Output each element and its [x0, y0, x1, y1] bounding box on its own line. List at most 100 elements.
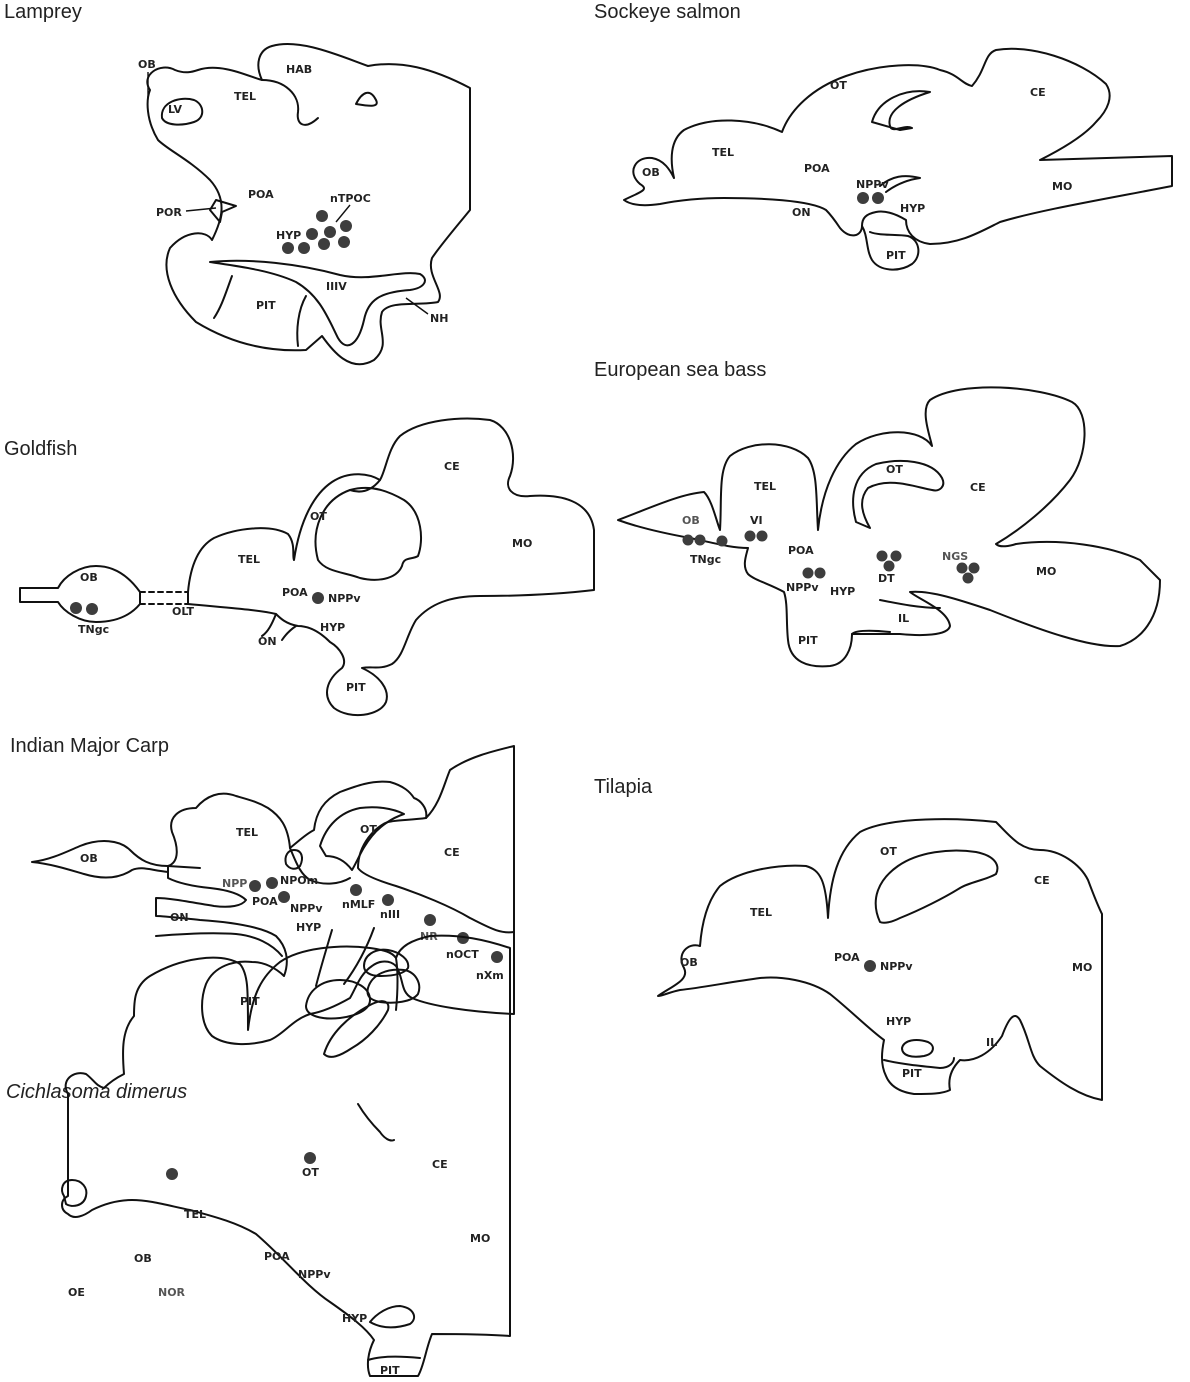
label-seabass-ob: OB [682, 514, 700, 527]
label-tilapia-poa: POA [834, 951, 860, 964]
label-carp-ob: OB [80, 852, 98, 865]
label-sockeye-hyp: HYP [900, 202, 925, 215]
sockeye-cell-dot [857, 192, 869, 204]
label-cichlasoma-tel: TEL [184, 1208, 206, 1221]
label-lamprey-pit: PIT [256, 299, 276, 312]
panel-goldfish: Goldfish CE OT MO TEL OB POA NPPv OLT TN… [4, 417, 595, 717]
lamprey-cell-dot [324, 226, 336, 238]
tilapia-brain-outline [657, 818, 1103, 1101]
lamprey-hab-fold [261, 79, 319, 126]
label-lamprey-tel: TEL [234, 90, 256, 103]
lamprey-cell-dot [338, 236, 350, 248]
sockeye-pituitary [861, 225, 920, 271]
label-cichlasoma-ce: CE [432, 1158, 448, 1171]
lamprey-cell-dot [282, 242, 294, 254]
panel-title-lamprey: Lamprey [4, 1, 82, 23]
label-carp-npp: NPP [222, 877, 247, 890]
label-lamprey-ntpoc: nTPOC [330, 192, 371, 205]
label-cichlasoma-pit: PIT [380, 1364, 400, 1377]
lamprey-pit-line-2 [296, 295, 307, 347]
carp-brain-outline [155, 745, 515, 1046]
panel-title-goldfish: Goldfish [4, 438, 77, 460]
label-carp-niii: nIII [380, 908, 400, 921]
label-seabass-il: IL [898, 612, 909, 625]
seabass-cell-dot [694, 534, 706, 546]
label-seabass-ngs: NGS [942, 550, 968, 563]
panel-title-cichlasoma: Cichlasoma dimerus [6, 1081, 187, 1103]
label-goldfish-olt: OLT [172, 605, 195, 618]
carp-olfactory-bulb [31, 840, 201, 879]
label-cichlasoma-ob: OB [134, 1252, 152, 1265]
label-cichlasoma-poa: POA [264, 1250, 290, 1263]
label-cichlasoma-ot: OT [302, 1166, 319, 1179]
label-sockeye-ot: OT [830, 79, 847, 92]
cichlasoma-ce-edge [395, 957, 399, 1011]
goldfish-cell-dot [70, 602, 82, 614]
label-cichlasoma-nor: NOR [158, 1286, 186, 1299]
label-lamprey-ob: OB [138, 58, 156, 71]
label-goldfish-ot: OT [310, 510, 327, 523]
lamprey-por-pointer [185, 207, 217, 212]
label-lamprey-lv: LV [168, 103, 182, 116]
tilapia-cell-dot [864, 960, 876, 972]
label-sockeye-on: ON [792, 206, 811, 219]
lamprey-lv [160, 97, 204, 126]
seabass-cell-dot [890, 550, 902, 562]
label-sockeye-mo: MO [1052, 180, 1072, 193]
panel-title-carp: Indian Major Carp [10, 735, 169, 757]
lamprey-cell-dot [298, 242, 310, 254]
label-tilapia-ot: OT [880, 845, 897, 858]
panel-title-seabass: European sea bass [594, 359, 766, 381]
goldfish-cell-dot [312, 592, 324, 604]
label-tilapia-hyp: HYP [886, 1015, 911, 1028]
seabass-cell-dot [814, 567, 826, 579]
label-carp-noct: nOCT [446, 948, 479, 961]
label-seabass-tel: TEL [754, 480, 776, 493]
panel-tilapia: Tilapia OT TEL CE POA NPPv OB MO HYP IL … [594, 776, 1103, 1101]
lamprey-cell-dot [306, 228, 318, 240]
label-carp-ce: CE [444, 846, 460, 859]
carp-cell-dot [249, 880, 261, 892]
tilapia-pit-line [883, 1057, 955, 1069]
label-seabass-nppv: NPPv [786, 581, 819, 594]
label-goldfish-tngc: TNgc [78, 623, 109, 636]
label-lamprey-poa: POA [248, 188, 274, 201]
label-tilapia-pit: PIT [902, 1067, 922, 1080]
cichlasoma-cell-dot [166, 1168, 178, 1180]
label-lamprey-iiiv: IIIV [326, 280, 347, 293]
goldfish-on-lines [261, 613, 297, 641]
label-tilapia-tel: TEL [750, 906, 772, 919]
sockeye-brain-outline [623, 47, 1173, 245]
seabass-cell-dot [802, 567, 814, 579]
label-carp-ot: OT [360, 823, 377, 836]
carp-cell-dot [491, 951, 503, 963]
seabass-ot-fold [852, 459, 945, 529]
label-tilapia-nppv: NPPv [880, 960, 913, 973]
label-sockeye-poa: POA [804, 162, 830, 175]
cichlasoma-ventricle-line [357, 1103, 395, 1142]
label-carp-on: ON [170, 911, 189, 924]
lamprey-pit-line-1 [213, 275, 233, 319]
carp-cell-dot [382, 894, 394, 906]
label-seabass-ot: OT [886, 463, 903, 476]
label-carp-pit: PIT [240, 995, 260, 1008]
panel-title-tilapia: Tilapia [594, 776, 653, 798]
label-sockeye-ce: CE [1030, 86, 1046, 99]
seabass-cell-dot [744, 530, 756, 542]
label-cichlasoma-hyp: HYP [342, 1312, 367, 1325]
lamprey-por [209, 199, 237, 223]
label-goldfish-on: ON [258, 635, 277, 648]
carp-hyp-line [315, 929, 333, 987]
lamprey-cell-dot [316, 210, 328, 222]
carp-lobe-2 [366, 968, 421, 1004]
seabass-cell-dot [883, 560, 895, 572]
seabass-brain-outline [617, 386, 1161, 668]
lamprey-ntpoc-pointer [335, 204, 351, 223]
goldfish-cell-dot [86, 603, 98, 615]
sockeye-ot-fold [871, 90, 931, 131]
cichlasoma-hyp-lobe [369, 1305, 416, 1329]
carp-cell-dot [278, 891, 290, 903]
label-goldfish-poa: POA [282, 586, 308, 599]
seabass-cell-dot [962, 572, 974, 584]
